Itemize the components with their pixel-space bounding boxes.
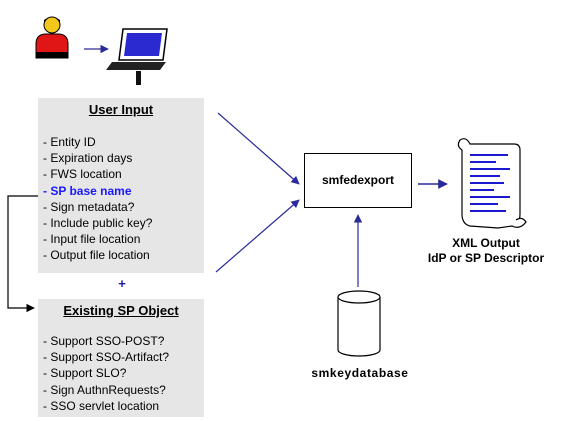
smfedexport-process-box: smfedexport (304, 153, 412, 208)
arrow-sp-base-name-to-sp-object (7, 195, 38, 313)
list-item-sign-metadata: - Sign metadata? (43, 199, 135, 214)
list-item-support-sso-post: - Support SSO-POST? (43, 334, 165, 348)
arrow-sp-object-to-smfedexport (215, 199, 300, 273)
sp-object-list: - Support SSO-POST? - Support SSO-Artifa… (43, 333, 169, 414)
list-item-fws-location: - FWS location (43, 167, 122, 182)
list-item-support-slo: - Support SLO? (43, 366, 127, 381)
list-item-expiration-days: - Expiration days (43, 151, 133, 166)
list-item-output-file-location: - Output file location (43, 248, 150, 263)
list-item-sign-authn-requests: - Sign AuthnRequests? (43, 382, 166, 397)
list-item-input-file-location: - Input file location (43, 232, 141, 247)
sp-object-panel: Existing SP Object - Support SSO-POST? -… (38, 299, 204, 417)
user-input-title: User Input (88, 102, 154, 117)
smkeydatabase-label: smkeydatabase (311, 366, 409, 380)
laptop-icon (106, 28, 168, 85)
arrow-user-input-to-smfedexport (217, 112, 300, 185)
smfedexport-label: smfedexport (321, 173, 395, 187)
list-item-sp-base-name: - SP base name (43, 183, 132, 198)
user-input-list: - Entity ID - Expiration days - FWS loca… (43, 134, 152, 264)
user-input-panel: User Input - Entity ID - Expiration days… (38, 98, 204, 273)
list-item-support-sso-artifact: - Support SSO-Artifact? (43, 350, 170, 365)
list-item-entity-id: - Entity ID (43, 135, 96, 149)
xml-output-title: XML Output (452, 236, 520, 250)
user-icon (35, 16, 69, 59)
sp-object-title: Existing SP Object (63, 303, 179, 318)
list-item-include-public-key: - Include public key? (43, 216, 153, 231)
xml-output-subtitle: IdP or SP Descriptor (427, 251, 545, 265)
xml-scroll-icon (457, 138, 527, 229)
database-cylinder-icon (337, 290, 381, 357)
plus-sign: + (118, 276, 126, 291)
list-item-sso-servlet-location: - SSO servlet location (43, 398, 160, 413)
